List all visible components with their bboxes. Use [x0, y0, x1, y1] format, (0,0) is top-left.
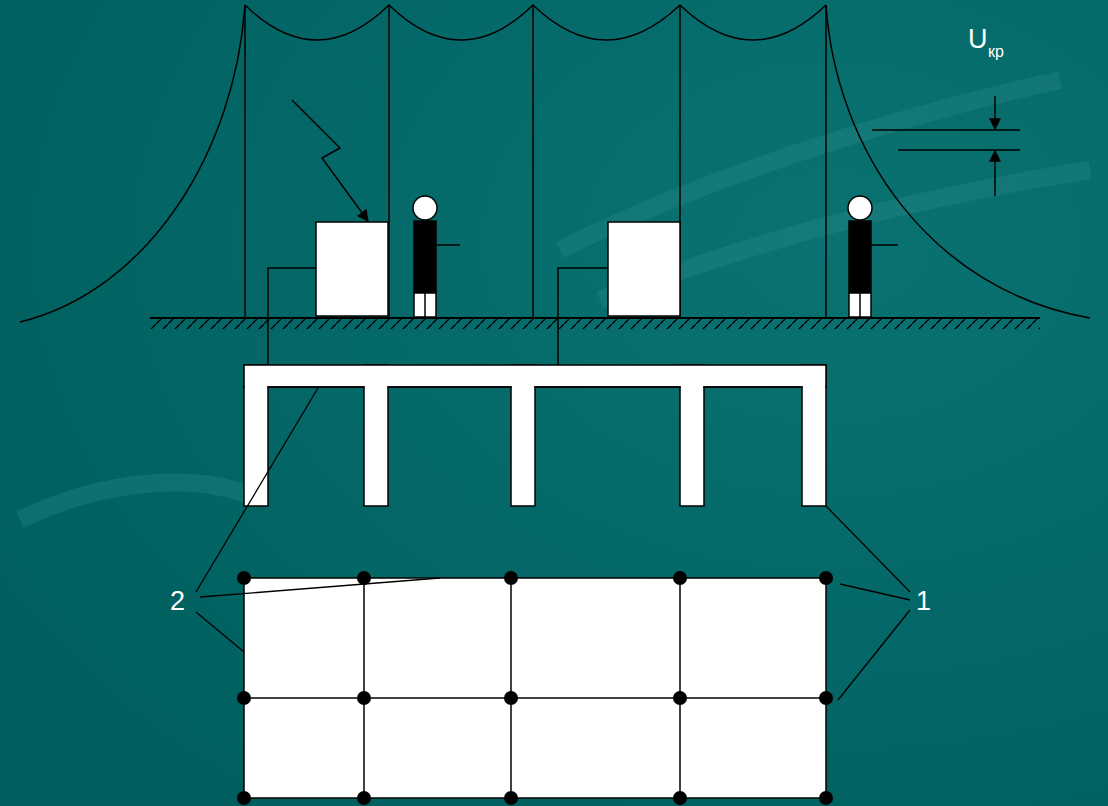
electrode-dot [819, 791, 833, 805]
horizontal-strip [388, 386, 511, 388]
horizontal-strip [245, 366, 825, 388]
person-figure [848, 196, 872, 220]
electrode-dot [237, 691, 251, 705]
grid-plan [244, 578, 826, 798]
vertical-electrode [244, 365, 826, 506]
electrode-dot [673, 791, 687, 805]
horizontal-strip [535, 386, 680, 388]
electrode-dot [504, 791, 518, 805]
electrode-dot [673, 571, 687, 585]
person-figure [414, 221, 436, 293]
horizontal-strip [704, 386, 802, 388]
ground-line [150, 317, 1040, 319]
dimension-line [898, 149, 1020, 151]
potential-curve [826, 5, 1090, 318]
person-figure [849, 221, 871, 293]
electrode-dot [237, 571, 251, 585]
grounding-wire [558, 268, 608, 366]
electrode-dot [357, 571, 371, 585]
person-figure [414, 293, 436, 317]
person-figure [859, 293, 861, 317]
equipment-box [316, 222, 388, 316]
electrode-dot [673, 691, 687, 705]
electrode-dot [237, 571, 833, 805]
horizontal-strip [268, 386, 802, 388]
vertical-electrode [680, 365, 704, 506]
electrode-dot [504, 571, 518, 585]
leader-line [840, 584, 910, 600]
grid-plan [363, 578, 365, 798]
person-figure [413, 196, 898, 317]
callout-number: 1 [916, 588, 931, 615]
person-figure [436, 244, 460, 246]
horizontal-strip [268, 386, 364, 388]
potential-curve [20, 5, 1090, 322]
person-figure [424, 293, 426, 317]
equipment-box [316, 222, 680, 316]
leader-line [196, 612, 244, 652]
horizontal-strip [244, 365, 826, 387]
symbol-subscript: кр [988, 44, 1004, 60]
person-figure [413, 196, 437, 220]
callout-number: 2 [170, 588, 185, 615]
grid-plan [510, 578, 512, 798]
grid-plan [244, 697, 826, 699]
leader-line [826, 506, 910, 592]
leader-line [838, 610, 910, 700]
background-swoosh [20, 80, 1090, 520]
dimension-line [872, 96, 1020, 196]
horizontal-strip [803, 366, 825, 388]
ground-hatching [150, 318, 1040, 329]
symbol-letter: U [968, 26, 988, 53]
leader-line [200, 578, 440, 597]
grounding-wire [268, 268, 608, 366]
person-figure [849, 293, 871, 317]
potential-curve [20, 5, 245, 322]
grid-plan [244, 578, 826, 798]
horizontal-strip [244, 365, 826, 388]
dimension-line [994, 151, 996, 196]
vertical-electrode [364, 365, 388, 506]
horizontal-strip [365, 366, 387, 388]
horizontal-strip [681, 366, 703, 388]
leader-line [196, 388, 910, 700]
electrode-dot [819, 691, 833, 705]
equipment-box [608, 222, 680, 316]
background-swoosh [20, 483, 260, 520]
electrode-dot [819, 571, 833, 585]
horizontal-strip [512, 366, 534, 388]
grid-plan [679, 578, 681, 798]
dimension-line [872, 129, 1020, 131]
electrode-dot [357, 791, 371, 805]
vertical-electrode [511, 365, 535, 506]
potential-line [244, 5, 246, 318]
electrode-dot [357, 691, 371, 705]
dimension-line [994, 96, 996, 129]
vertical-electrode [244, 365, 268, 506]
horizontal-strip [245, 366, 267, 388]
person-figure [871, 244, 898, 246]
potential-line [532, 5, 534, 318]
electrode-dot [237, 791, 251, 805]
lightning-arrow [292, 100, 368, 221]
potential-curve [245, 5, 826, 40]
potential-line [245, 5, 826, 318]
potential-line [825, 5, 827, 318]
vertical-electrode [802, 365, 826, 506]
electrode-dot [504, 691, 518, 705]
grounding-wire [268, 268, 316, 366]
leader-line [196, 388, 318, 592]
